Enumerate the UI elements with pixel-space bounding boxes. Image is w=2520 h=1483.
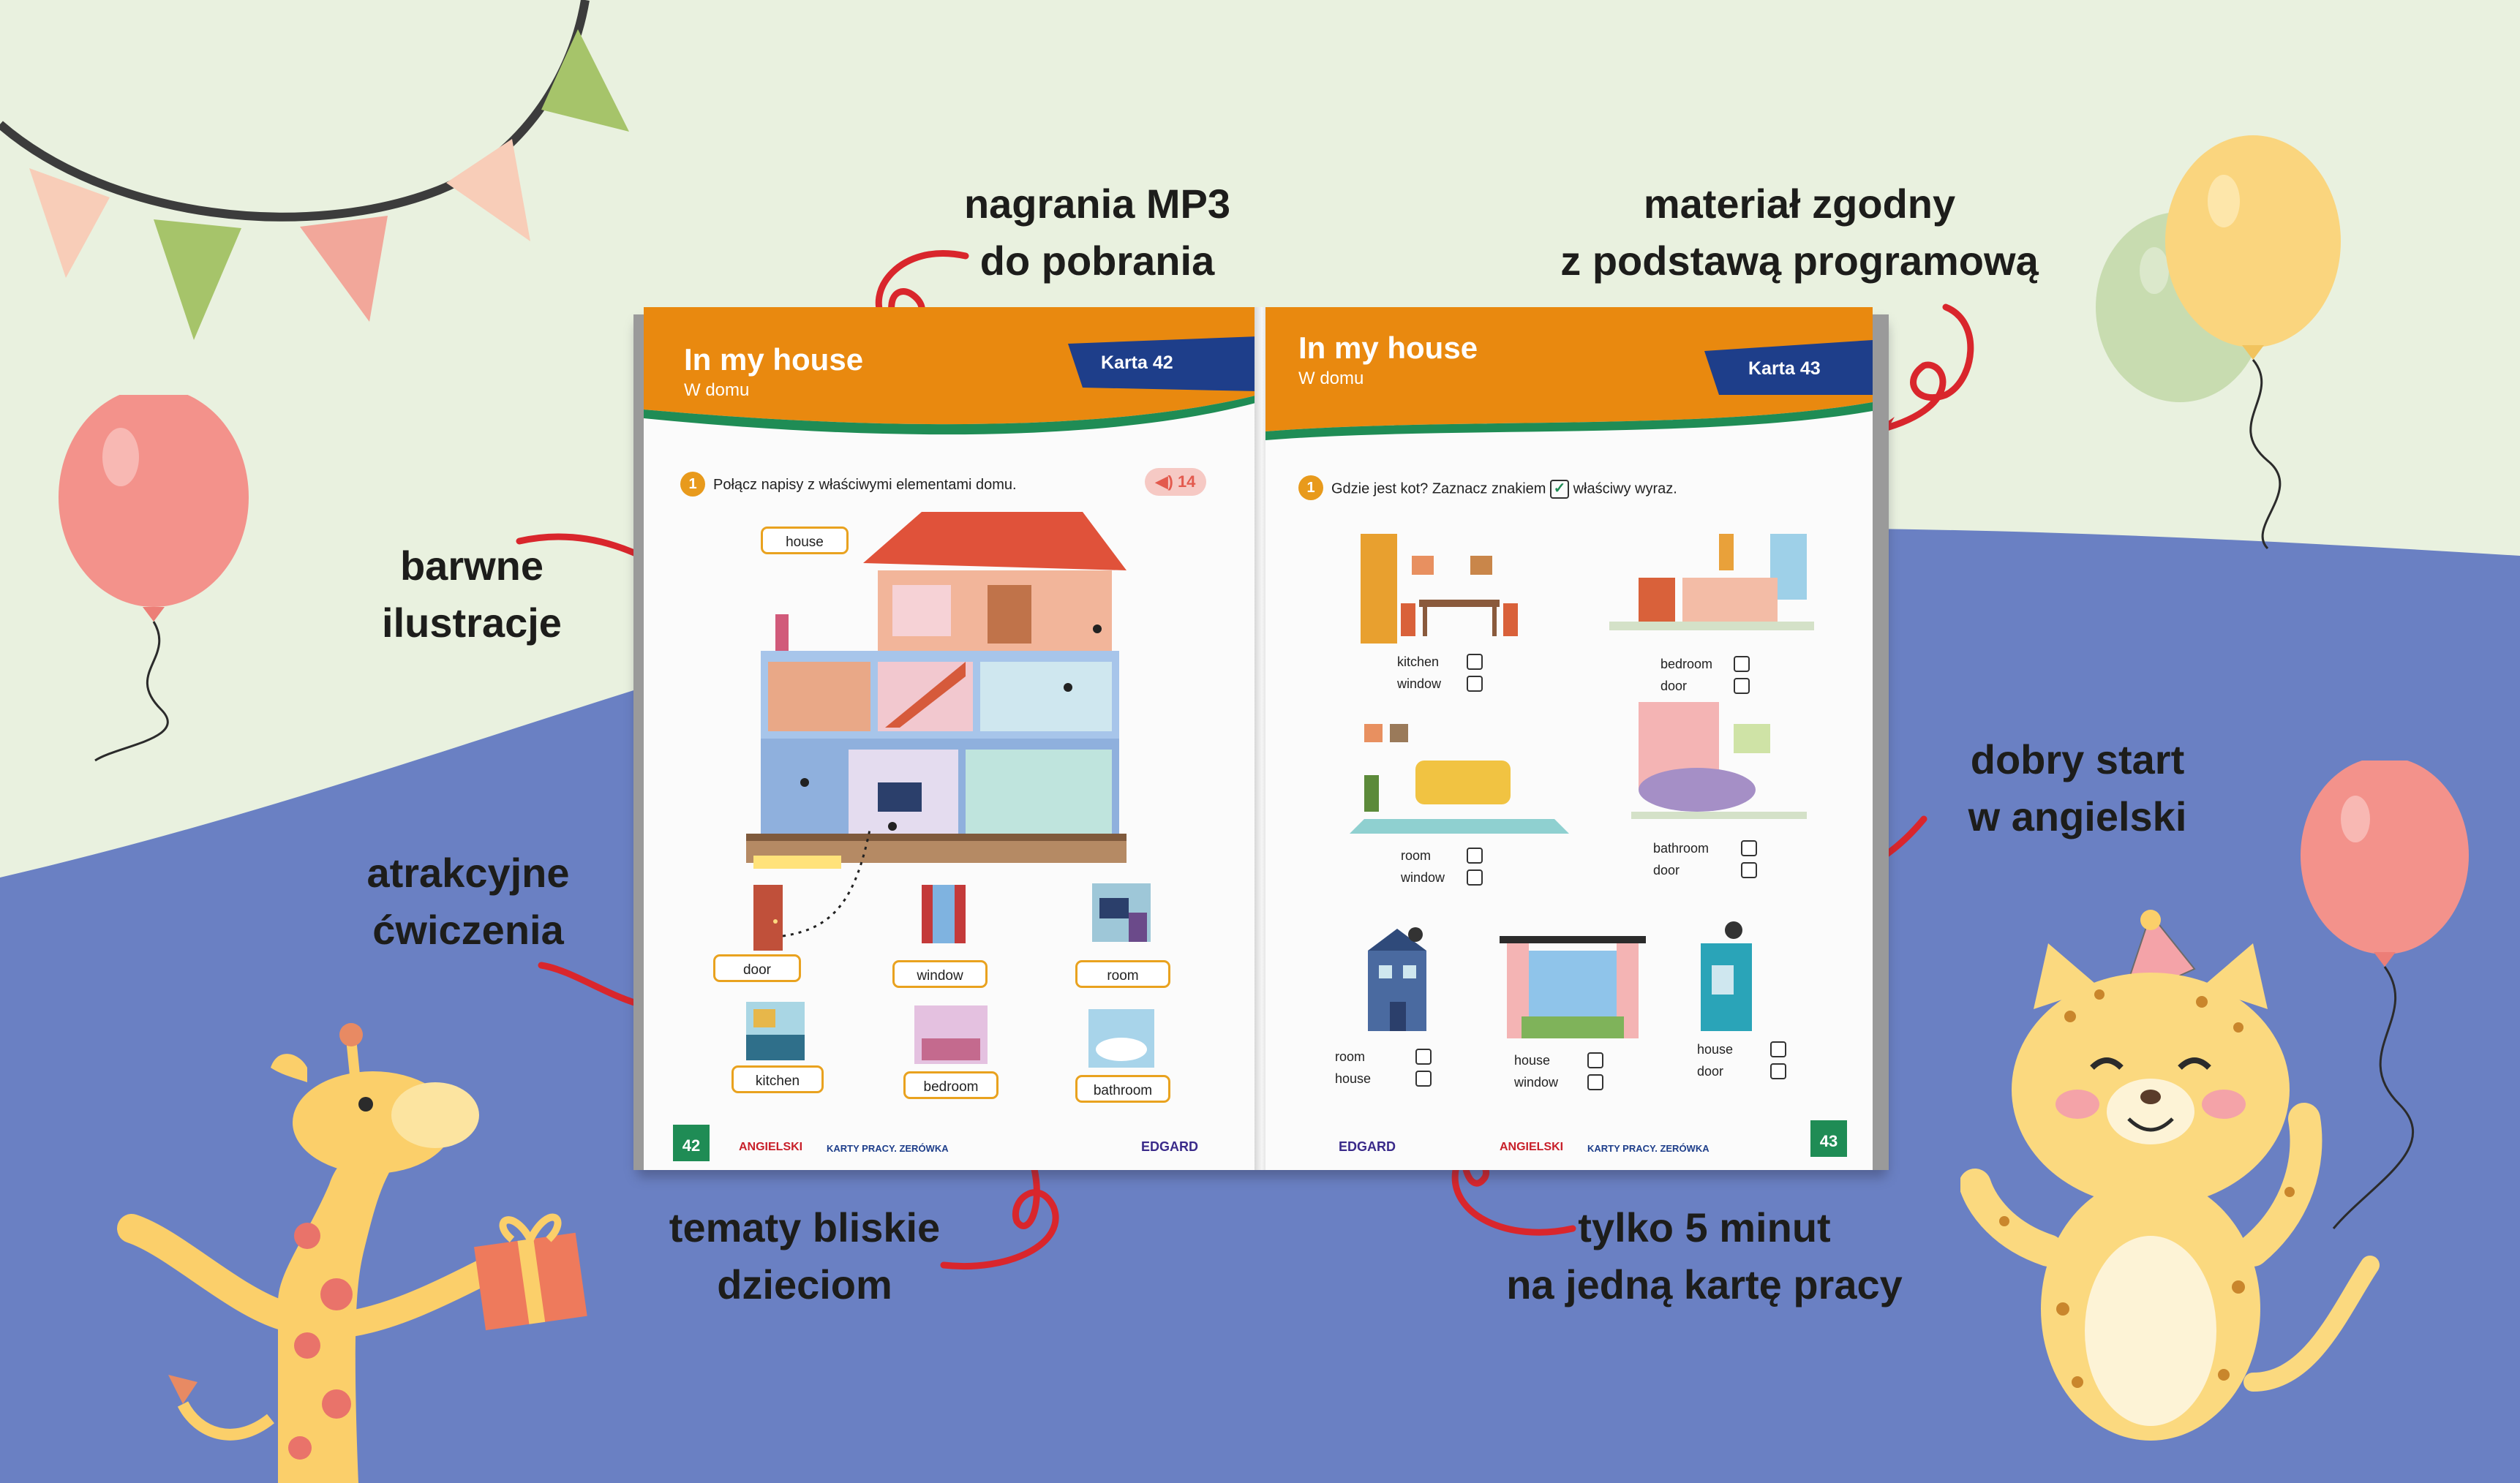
word-window[interactable]: window <box>892 960 988 988</box>
callout-tematy: tematy bliskie dzieciom <box>669 1204 941 1307</box>
left-brand: ANGIELSKI <box>739 1141 803 1153</box>
balloon-pink-right <box>2301 761 2469 1229</box>
word-bedroom[interactable]: bedroom <box>903 1071 998 1099</box>
pair0-a-checkbox[interactable] <box>1467 654 1483 670</box>
pair6-a-checkbox[interactable] <box>1770 1041 1786 1057</box>
kitchen-thumbnail <box>746 1002 805 1060</box>
audio-track-badge[interactable]: ◀) 14 <box>1145 468 1206 496</box>
right-page-title: In my house <box>1298 331 1478 365</box>
callout-mp3: nagrania MP3 do pobrania <box>963 181 1231 284</box>
pair3-a-checkbox[interactable] <box>1741 840 1757 856</box>
right-exercise-badge: 1 <box>1298 475 1323 500</box>
left-page-number: 42 <box>673 1125 710 1161</box>
pair2-b-checkbox[interactable] <box>1467 869 1483 886</box>
callout-barwne: barwne ilustracje <box>382 543 562 646</box>
bedroom-thumbnail <box>914 1005 988 1064</box>
bedroom-scene <box>1609 534 1814 630</box>
bathroom-scene <box>1631 702 1807 819</box>
gift-box <box>474 1213 587 1331</box>
kitchen-scene <box>1361 534 1518 644</box>
pair1-b: door <box>1660 679 1688 693</box>
pair4-a-checkbox[interactable] <box>1415 1049 1432 1065</box>
pair0-a: kitchen <box>1397 654 1440 669</box>
pair2-b: window <box>1401 870 1445 885</box>
right-page: In my house W domu Karta 43 1 Gdzie jest… <box>1265 307 1873 1170</box>
pair1-b-checkbox[interactable] <box>1734 678 1750 694</box>
word-house[interactable]: house <box>761 527 849 554</box>
pair5-b: window <box>1514 1075 1559 1090</box>
left-karta-label: Karta 42 <box>1101 352 1173 373</box>
pair3-b-checkbox[interactable] <box>1741 862 1757 878</box>
pair6-a: house <box>1697 1042 1734 1057</box>
pair4-a: room <box>1335 1049 1366 1064</box>
left-page-title: In my house <box>684 342 864 377</box>
left-page-subtitle: W domu <box>684 380 750 400</box>
checkbox-icon: ✓ <box>1550 480 1570 499</box>
pair6-b: door <box>1697 1064 1724 1079</box>
right-instruction: Gdzie jest kot? Zaznacz znakiem ✓ właści… <box>1331 480 1677 499</box>
pair5-b-checkbox[interactable] <box>1587 1074 1603 1090</box>
pennant-banner <box>0 0 629 340</box>
living-room-scene <box>1350 724 1569 834</box>
left-header-band <box>644 307 1258 435</box>
left-publisher: EDGARD <box>1141 1139 1199 1154</box>
book-edge-right <box>1873 314 1889 1170</box>
pair3-a: bathroom <box>1653 841 1710 856</box>
pair5-a: house <box>1514 1053 1551 1068</box>
pair1-a: bedroom <box>1660 657 1713 671</box>
pair1-a-checkbox[interactable] <box>1734 656 1750 672</box>
left-exercise-badge: 1 <box>680 472 705 497</box>
pair2-a-checkbox[interactable] <box>1467 848 1483 864</box>
word-door[interactable]: door <box>713 954 801 982</box>
door-scene <box>1701 921 1752 1031</box>
pair3-b: door <box>1653 863 1680 878</box>
right-series: KARTY PRACY. ZERÓWKA <box>1587 1143 1710 1154</box>
pair4-b-checkbox[interactable] <box>1415 1071 1432 1087</box>
pair2-a: room <box>1401 848 1432 863</box>
left-instruction: Połącz napisy z właściwymi elementami do… <box>713 477 1017 493</box>
right-header-band <box>1265 307 1873 440</box>
left-series: KARTY PRACY. ZERÓWKA <box>827 1143 949 1154</box>
leopard-cat-illustration <box>1960 910 2380 1441</box>
balloon-yellow <box>2165 135 2341 550</box>
pair0-b: window <box>1397 676 1442 691</box>
pair0-b-checkbox[interactable] <box>1467 676 1483 692</box>
door-thumbnail <box>753 885 783 951</box>
word-kitchen[interactable]: kitchen <box>731 1065 824 1093</box>
window-thumbnail <box>922 885 966 943</box>
callout-tylko: tylko 5 minut na jedną kartę pracy <box>1506 1204 1903 1307</box>
right-karta-label: Karta 43 <box>1748 358 1821 379</box>
bathroom-thumbnail <box>1088 1009 1154 1068</box>
word-room[interactable]: room <box>1075 960 1170 988</box>
room-thumbnail <box>1092 883 1151 942</box>
right-brand: ANGIELSKI <box>1500 1141 1564 1153</box>
dollhouse-illustration <box>746 512 1127 869</box>
left-page: In my house W domu Karta 42 1 Połącz nap… <box>644 307 1258 1170</box>
window-scene <box>1500 936 1646 1038</box>
pair4-b: house <box>1335 1071 1372 1086</box>
right-publisher: EDGARD <box>1339 1139 1396 1154</box>
right-page-number: 43 <box>1810 1120 1847 1157</box>
callout-material: materiał zgodny z podstawą programową <box>1560 181 2039 284</box>
speaker-icon: ◀) <box>1155 472 1178 491</box>
balloon-pink <box>59 395 249 762</box>
open-workbook: In my house W domu Karta 42 1 Połącz nap… <box>629 300 1895 1177</box>
pair5-a-checkbox[interactable] <box>1587 1052 1603 1068</box>
right-page-subtitle: W domu <box>1298 369 1364 388</box>
match-line <box>782 826 872 937</box>
house-scene <box>1368 927 1426 1031</box>
callout-atrakcyjne: atrakcyjne ćwiczenia <box>366 850 570 953</box>
pair6-b-checkbox[interactable] <box>1770 1063 1786 1079</box>
callout-dobry: dobry start w angielski <box>1968 736 2187 839</box>
giraffe-illustration <box>117 1023 496 1483</box>
word-bathroom[interactable]: bathroom <box>1075 1075 1170 1103</box>
